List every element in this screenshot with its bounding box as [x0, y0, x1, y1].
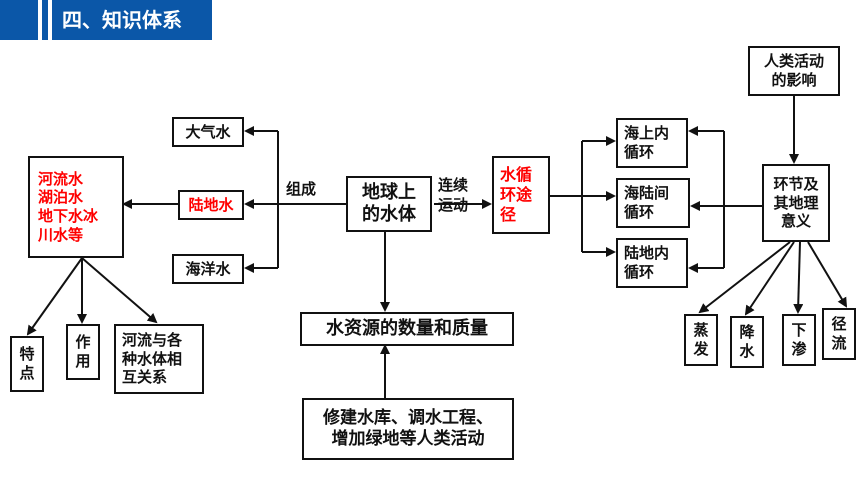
node-jingliu: 径 流	[822, 308, 856, 360]
node-text: 流	[831, 334, 847, 352]
node-xiashen: 下 渗	[782, 314, 816, 366]
node-text: 人类活动	[763, 52, 824, 71]
arrow-to-guanxi	[81, 257, 158, 324]
node-text: 水循	[500, 165, 533, 184]
arrow-to-tedian	[26, 257, 83, 336]
water-type-line: 地下水冰	[38, 207, 99, 225]
node-tedian: 特 点	[10, 336, 44, 392]
node-haishang: 海上内 循环	[616, 118, 688, 168]
node-text: 径	[500, 205, 517, 224]
node-text: 循环	[624, 143, 655, 161]
node-xunhuan: 水循 环途 径	[492, 156, 550, 234]
label-text: 运动	[438, 195, 469, 214]
node-text: 循环	[624, 203, 655, 221]
label-lianxu: 连续 运动	[438, 176, 468, 215]
node-hailu: 海陆间 循环	[616, 178, 690, 228]
node-text: 渗	[791, 340, 807, 358]
water-type-line: 川水等	[38, 225, 84, 244]
water-type-line: 湖泊水	[38, 188, 84, 207]
node-ludi: 陆地内 循环	[616, 238, 688, 288]
node-water-types: 河流水 湖泊水 地下水冰 川水等	[28, 156, 124, 258]
node-huodong: 修建水库、调水工程、 增加绿地等人类活动	[302, 398, 514, 460]
node-text: 特	[19, 345, 35, 364]
node-text: 陆地内	[624, 244, 670, 263]
node-renlei: 人类活动 的影响	[748, 46, 840, 96]
node-text: 蒸	[693, 321, 709, 340]
node-text: 其地理	[773, 193, 819, 212]
header-accent-stripe	[42, 0, 48, 40]
node-text: 的影响	[771, 71, 817, 89]
node-text: 发	[693, 340, 709, 358]
node-text: 径	[831, 315, 847, 334]
node-text: 海陆间	[624, 184, 670, 203]
arrow-to-zhengfa	[698, 241, 791, 314]
node-huanjie: 环节及 其地理 意义	[762, 164, 830, 242]
node-text: 用	[75, 352, 91, 370]
node-text: 降	[739, 323, 755, 342]
node-text: 下	[791, 321, 807, 340]
node-text: 地球上	[362, 181, 416, 203]
node-haiyangshui: 海洋水	[172, 254, 244, 284]
arrow-to-jingliu	[807, 241, 848, 308]
node-center: 地球上 的水体	[346, 176, 432, 232]
node-text: 种水体相	[122, 349, 183, 368]
node-text: 的水体	[362, 204, 416, 225]
node-guanxi: 河流与各 种水体相 互关系	[114, 324, 204, 394]
label-zucheng: 组成	[286, 180, 317, 198]
water-type-line: 河流水	[38, 169, 84, 188]
node-daqishui: 大气水	[172, 117, 244, 147]
node-shuiziyuan: 水资源的数量和质量	[300, 312, 514, 346]
node-text: 增加绿地等人类活动	[331, 429, 485, 449]
header-accent-bar	[0, 0, 38, 40]
page-title: 四、知识体系	[52, 0, 212, 40]
node-text: 修建水库、调水工程、	[323, 407, 493, 428]
node-zhengfa: 蒸 发	[684, 314, 718, 366]
node-ludishui: 陆地水	[178, 190, 244, 220]
node-text: 意义	[780, 212, 811, 231]
node-text: 河流与各	[122, 330, 183, 349]
node-text: 环节及	[773, 174, 819, 193]
node-text: 水	[739, 342, 755, 360]
node-text: 循环	[624, 263, 655, 281]
node-text: 作	[75, 333, 91, 352]
node-zuoyong: 作 用	[66, 324, 100, 380]
node-text: 互关系	[122, 368, 168, 387]
node-text: 海上内	[624, 124, 670, 143]
arrow-to-jiangshui	[744, 241, 795, 316]
node-text: 点	[19, 364, 35, 382]
node-text: 环途	[500, 185, 533, 204]
node-jiangshui: 降 水	[730, 316, 764, 368]
arrow-to-xiashen	[793, 241, 804, 314]
label-text: 连续	[438, 176, 469, 194]
